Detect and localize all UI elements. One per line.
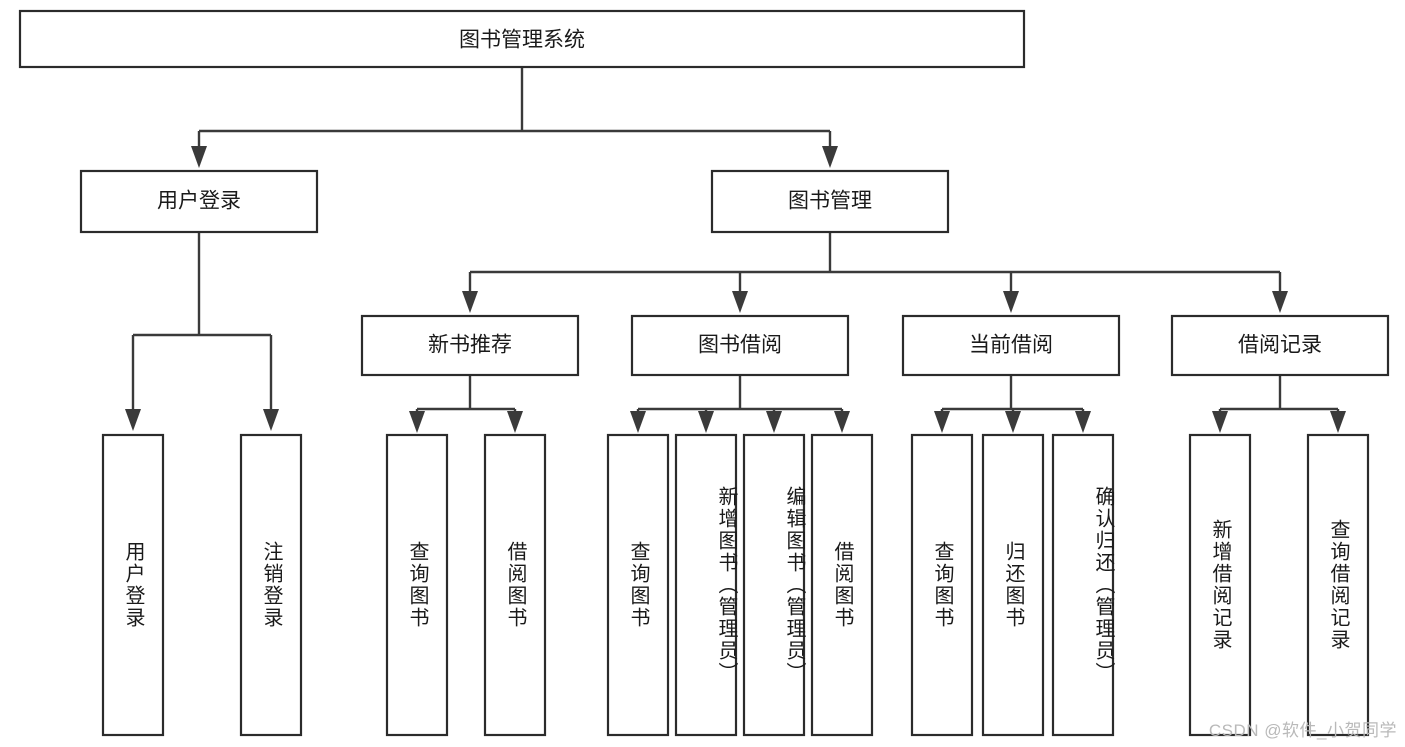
leaf-rect-bb-edit-book[interactable]	[742, 433, 806, 737]
leaf-rect-cb-confirm-return[interactable]	[1051, 433, 1115, 737]
leaf-rect-cb-return-book[interactable]	[981, 433, 1045, 737]
arrow-to-leaf-bb-edit-book	[766, 411, 782, 433]
node-book-borrow[interactable]: 图书借阅	[630, 314, 850, 377]
node-book-manage[interactable]: 图书管理	[710, 169, 950, 234]
leaf-rect-user-login[interactable]	[101, 433, 165, 737]
node-user-login[interactable]: 用户登录	[79, 169, 319, 234]
arrow-to-new-book-rec	[462, 291, 478, 313]
arrow-to-leaf-bb-add-book	[698, 411, 714, 433]
arrow-to-user-login	[191, 146, 207, 168]
arrow-to-book-borrow	[732, 291, 748, 313]
node-book-borrow-label: 图书借阅	[698, 334, 782, 357]
arrow-to-leaf-cb-return-book	[1005, 411, 1021, 433]
arrow-to-leaf-user-logout	[263, 409, 279, 431]
arrow-to-leaf-cb-query-book	[934, 411, 950, 433]
csdn-watermark: CSDN @软件_小贺同学	[1208, 721, 1397, 740]
node-root[interactable]: 图书管理系统	[18, 9, 1026, 69]
connector-bookmanage-to-level3	[462, 232, 1288, 313]
leaf-rect-rec-borrow-book[interactable]	[483, 433, 547, 737]
arrow-to-leaf-rec-query-book	[409, 411, 425, 433]
leaf-rects	[101, 433, 1370, 737]
arrow-to-borrow-record	[1272, 291, 1288, 313]
connector-newbookrec-to-leaves	[409, 375, 523, 433]
leaf-rect-br-add-record[interactable]	[1188, 433, 1252, 737]
leaf-rect-user-logout[interactable]	[239, 433, 303, 737]
arrow-to-leaf-bb-query-book	[630, 411, 646, 433]
connector-root-to-level2	[191, 67, 838, 168]
leaf-rect-br-query-record[interactable]	[1306, 433, 1370, 737]
connector-currentborrow-to-leaves	[934, 375, 1091, 433]
node-book-manage-label: 图书管理	[788, 190, 872, 213]
node-new-book-rec[interactable]: 新书推荐	[360, 314, 580, 377]
arrow-to-leaf-cb-confirm-return	[1075, 411, 1091, 433]
leaf-rect-bb-borrow-book[interactable]	[810, 433, 874, 737]
arrow-to-leaf-br-query-record	[1330, 411, 1346, 433]
node-current-borrow[interactable]: 当前借阅	[901, 314, 1121, 377]
leaf-rect-cb-query-book[interactable]	[910, 433, 974, 737]
arrow-to-current-borrow	[1003, 291, 1019, 313]
arrow-to-book-manage	[822, 146, 838, 168]
leaf-rect-rec-query-book[interactable]	[385, 433, 449, 737]
node-user-login-label: 用户登录	[157, 190, 241, 213]
node-current-borrow-label: 当前借阅	[969, 334, 1053, 357]
connector-bookborrow-to-leaves	[630, 375, 850, 433]
connector-userlogin-to-leaves	[125, 232, 279, 431]
node-borrow-record[interactable]: 借阅记录	[1170, 314, 1390, 377]
arrow-to-leaf-user-login	[125, 409, 141, 431]
leaf-rect-bb-add-book[interactable]	[674, 433, 738, 737]
node-new-book-rec-label: 新书推荐	[428, 334, 512, 357]
node-root-label: 图书管理系统	[459, 29, 585, 52]
connector-borrowrecord-to-leaves	[1212, 375, 1346, 433]
arrow-to-leaf-br-add-record	[1212, 411, 1228, 433]
leaf-rect-bb-query-book[interactable]	[606, 433, 670, 737]
arrow-to-leaf-bb-borrow-book	[834, 411, 850, 433]
node-borrow-record-label: 借阅记录	[1238, 334, 1322, 357]
arrow-to-leaf-rec-borrow-book	[507, 411, 523, 433]
